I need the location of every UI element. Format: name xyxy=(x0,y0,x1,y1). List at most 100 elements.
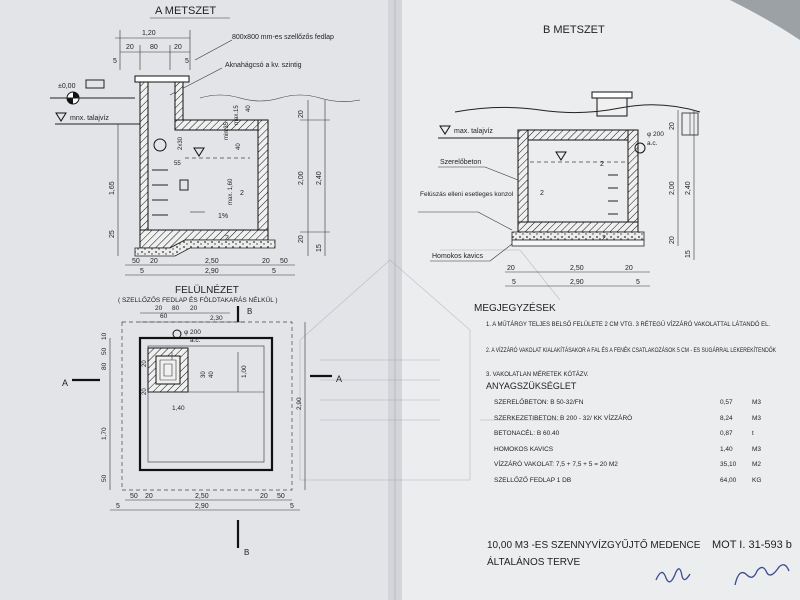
svg-text:10: 10 xyxy=(101,332,108,340)
svg-text:80: 80 xyxy=(150,44,158,51)
svg-text:80: 80 xyxy=(101,362,108,370)
remark-3: 3. VAKOLATLAN MÉRETEK KÓTÁZV. xyxy=(486,371,589,378)
plan-right-dimensions: 2,90 1,00 1,40 xyxy=(172,322,306,490)
svg-text:±0,00: ±0,00 xyxy=(58,83,76,90)
svg-text:20: 20 xyxy=(625,265,633,272)
svg-text:20: 20 xyxy=(142,360,148,367)
bleed-through xyxy=(299,249,561,481)
section-b-structure: 2 2 2 xyxy=(454,91,701,247)
svg-text:2: 2 xyxy=(600,161,604,168)
svg-text:40: 40 xyxy=(246,105,252,112)
svg-text:A: A xyxy=(62,378,68,388)
svg-text:40: 40 xyxy=(209,371,215,378)
svg-text:B: B xyxy=(244,548,249,557)
zero-level-marker: ±0,00 xyxy=(50,79,135,105)
svg-text:5: 5 xyxy=(113,58,117,65)
svg-text:Szerelőbeton: Szerelőbeton xyxy=(440,159,481,166)
svg-text:2,90: 2,90 xyxy=(296,397,303,410)
plan-title: FELÜLNÉZET xyxy=(175,283,239,296)
svg-text:55: 55 xyxy=(174,161,181,167)
materials-table: SZERELŐBETON: B 50-32/FN 0,57 M3 SZERKEZ… xyxy=(494,397,761,484)
max-water-table-b: max. talajvíz xyxy=(438,125,520,139)
plan-subtitle: ( SZELLŐZŐS FEDLAP ÉS FÖLDTAKARÁS NÉLKÜL… xyxy=(118,295,278,304)
svg-text:20: 20 xyxy=(150,258,158,265)
pipe-diameter-note: φ 200 xyxy=(647,131,664,138)
vent-cover-note: 800x800 mm-es szellőzős fedlap xyxy=(232,34,334,41)
section-a-title: A METSZET xyxy=(155,5,216,17)
signatures xyxy=(655,564,790,586)
material-unit: M2 xyxy=(752,461,761,468)
material-unit: t xyxy=(752,430,754,437)
svg-text:20: 20 xyxy=(145,493,153,500)
material-unit: M3 xyxy=(752,399,761,406)
section-b-right-dimensions: 20 2,00 2,40 20 15 xyxy=(669,110,699,260)
svg-text:a.c.: a.c. xyxy=(647,140,658,147)
svg-text:Homokos kavics: Homokos kavics xyxy=(432,253,483,260)
section-a-right-dimensions: 20 2,00 2,40 20 15 xyxy=(298,100,330,256)
plan-bottom-dimensions: 50 20 2,50 20 50 5 2,90 5 xyxy=(110,493,300,511)
section-cut-a: A A xyxy=(62,374,342,388)
svg-text:2,30: 2,30 xyxy=(210,315,223,322)
svg-text:2: 2 xyxy=(225,235,229,242)
footer-title-line-1: 10,00 M3 -ES SZENNYVÍZGYŰJTŐ MEDENCE xyxy=(487,537,701,551)
ladder-note: Aknahágcsó a kv. szintig xyxy=(225,62,302,69)
svg-text:1,65: 1,65 xyxy=(109,181,116,195)
svg-text:40: 40 xyxy=(236,143,242,150)
material-name: HOMOKOS KAVICS xyxy=(494,446,554,453)
svg-text:20: 20 xyxy=(669,236,676,244)
section-cut-b: B B xyxy=(236,306,252,557)
svg-text:50: 50 xyxy=(101,347,108,355)
svg-text:5: 5 xyxy=(185,58,189,65)
material-name: SZERKEZETIBETON: B 200 - 32/ KK VÍZZÁRÓ xyxy=(494,413,632,422)
remark-2: 2. A VÍZZÁRÓ VAKOLAT KIALAKÍTÁSAKOR A FA… xyxy=(486,347,776,354)
section-a-top-dimensions: 1,20 20 80 20 5 5 xyxy=(113,30,191,70)
svg-text:2,00: 2,00 xyxy=(298,171,305,185)
svg-text:5: 5 xyxy=(272,268,276,275)
svg-text:B: B xyxy=(247,307,252,316)
svg-text:2,40: 2,40 xyxy=(316,171,323,185)
svg-text:15: 15 xyxy=(316,244,323,252)
svg-text:20: 20 xyxy=(260,493,268,500)
svg-text:φ 200: φ 200 xyxy=(184,329,201,336)
svg-text:20: 20 xyxy=(298,235,305,243)
svg-text:min.35: min.35 xyxy=(224,121,230,140)
svg-text:2: 2 xyxy=(240,190,244,197)
svg-text:50: 50 xyxy=(130,493,138,500)
material-unit: M3 xyxy=(752,446,761,453)
svg-text:2: 2 xyxy=(602,235,606,242)
svg-text:2,50: 2,50 xyxy=(195,493,209,500)
svg-text:1,20: 1,20 xyxy=(142,30,156,37)
svg-text:1,00: 1,00 xyxy=(241,365,248,378)
svg-text:60: 60 xyxy=(160,313,168,320)
section-a-bottom-dimensions: 50 20 2,50 20 50 5 2,90 5 xyxy=(125,258,295,276)
svg-text:50: 50 xyxy=(280,258,288,265)
svg-text:20: 20 xyxy=(262,258,270,265)
footer-title-line-2: ÁLTALÁNOS TERVE xyxy=(487,555,581,568)
plan-left-dimensions: 80 1,70 50 10 50 xyxy=(101,332,111,490)
section-b-bottom-dimensions: 20 2,50 20 5 2,90 5 xyxy=(505,265,650,287)
svg-text:20: 20 xyxy=(174,44,182,51)
svg-text:1%: 1% xyxy=(218,213,228,220)
section-a-structure: 55 min.35 max.15 2x30 max. 1,60 1% 2 2 4… xyxy=(134,75,276,257)
right-page xyxy=(395,0,800,600)
material-qty: 35,10 xyxy=(720,461,737,468)
svg-text:50: 50 xyxy=(277,493,285,500)
svg-text:5: 5 xyxy=(290,503,294,510)
svg-text:20: 20 xyxy=(190,305,198,312)
material-name: VÍZZÁRÓ VAKOLAT: 7,5 + 7,5 + 5 = 20 M2 xyxy=(494,459,618,468)
svg-text:a.c.: a.c. xyxy=(190,337,201,344)
drawing-code: MOT I. 31-593 b xyxy=(712,539,792,551)
plan-view: 30 40 20 20 xyxy=(121,321,293,491)
svg-text:30: 30 xyxy=(201,371,207,378)
remark-1: 1. A MŰTÁRGY TELJES BELSŐ FELÜLETE 2 CM … xyxy=(486,321,770,328)
svg-text:5: 5 xyxy=(512,279,516,286)
svg-text:5: 5 xyxy=(140,268,144,275)
material-name: SZELLŐZŐ FEDLAP 1 DB xyxy=(494,475,571,484)
svg-text:max.15: max.15 xyxy=(234,105,240,125)
max-water-table-marker: mnx. talajvíz xyxy=(55,112,140,125)
svg-text:20: 20 xyxy=(669,122,676,130)
section-b-labels: Szerelőbeton Felúszás elleni esetleges k… xyxy=(418,159,519,262)
svg-text:50: 50 xyxy=(132,258,140,265)
material-qty: 0,57 xyxy=(720,399,733,406)
svg-text:15: 15 xyxy=(685,250,692,258)
